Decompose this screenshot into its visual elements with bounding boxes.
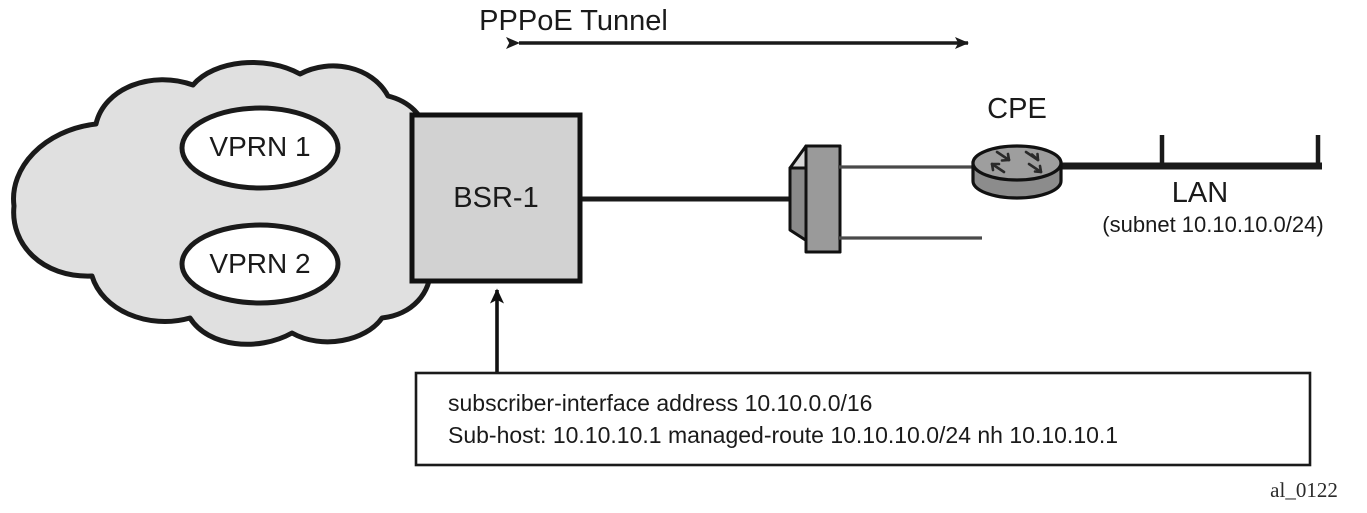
- lan-bus: [1060, 135, 1322, 170]
- vprn-2-label: VPRN 2: [209, 248, 311, 279]
- bsr-1-label: BSR-1: [453, 182, 539, 214]
- note-box-frame: [414, 371, 1312, 467]
- note-line-2: Sub-host: 10.10.10.1 managed-route 10.10…: [448, 422, 1119, 448]
- vprn-2-node: [179, 222, 341, 306]
- cpe-label: CPE: [987, 93, 1047, 125]
- vprn-1-label: VPRN 1: [209, 131, 311, 162]
- figure-id-label: al_0122: [1270, 478, 1338, 502]
- provider-cloud-shape: [11, 59, 473, 347]
- note-line-1: subscriber-interface address 10.10.0.0/1…: [448, 390, 873, 416]
- cpe-router-icon: [971, 144, 1063, 200]
- router-arrow-glyphs: [990, 150, 1043, 174]
- vprn-1-node: [179, 105, 341, 191]
- lan-subnet-label: (subnet 10.10.10.0/24): [1102, 212, 1324, 237]
- bsr-1-box: [409, 112, 583, 284]
- pppoe-tunnel-label: PPPoE Tunnel: [479, 5, 668, 37]
- lan-label: LAN: [1171, 177, 1229, 209]
- dslam-wedge-icon: [788, 144, 842, 254]
